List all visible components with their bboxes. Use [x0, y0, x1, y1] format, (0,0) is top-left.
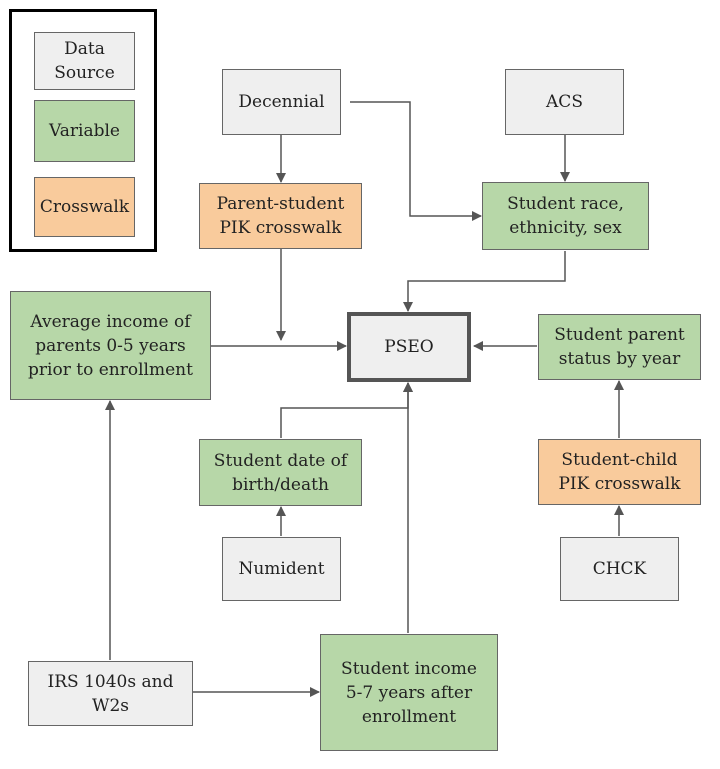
node-student-child-pik-label: Student-child PIK crosswalk	[558, 450, 681, 494]
node-chck-label: CHCK	[592, 559, 647, 579]
legend-data-source-label: Data Source	[54, 39, 115, 83]
node-acs-label: ACS	[546, 92, 583, 112]
legend-data-source: Data Source	[34, 32, 135, 90]
edge-student-dob-to-pseo	[280, 382, 413, 438]
node-student-child-pik-crosswalk: Student-child PIK crosswalk	[538, 439, 701, 505]
node-parent-student-pik-crosswalk: Parent-student PIK crosswalk	[199, 183, 362, 249]
node-acs: ACS	[505, 69, 624, 135]
node-student-parent-status: Student parent status by year	[538, 314, 701, 380]
node-student-income: Student income 5-7 years after enrollmen…	[320, 634, 498, 751]
node-decennial-label: Decennial	[238, 92, 325, 112]
legend-variable: Variable	[34, 100, 135, 162]
node-student-parent-status-label: Student parent status by year	[554, 325, 685, 369]
node-chck: CHCK	[560, 537, 679, 601]
node-numident-label: Numident	[238, 559, 325, 579]
node-student-date-of-birth-death: Student date of birth/death	[199, 439, 362, 506]
node-student-dob-label: Student date of birth/death	[213, 450, 348, 495]
edge-student-race-to-pseo	[403, 251, 566, 312]
node-pseo-label: PSEO	[384, 337, 434, 357]
node-student-race-label: Student race, ethnicity, sex	[507, 194, 624, 238]
legend: Data Source Variable Crosswalk	[9, 9, 157, 252]
node-student-income-label: Student income 5-7 years after enrollmen…	[341, 658, 477, 727]
node-irs-label: IRS 1040s and W2s	[47, 671, 174, 716]
node-parent-student-pik-label: Parent-student PIK crosswalk	[216, 194, 345, 238]
legend-crosswalk: Crosswalk	[34, 177, 135, 237]
node-numident: Numident	[222, 537, 341, 601]
node-average-income-of-parents: Average income of parents 0-5 years prio…	[10, 291, 211, 400]
node-average-income-label: Average income of parents 0-5 years prio…	[28, 311, 193, 380]
node-student-race-ethnicity-sex: Student race, ethnicity, sex	[482, 182, 649, 250]
node-irs-1040s-and-w2s: IRS 1040s and W2s	[28, 661, 193, 726]
edge-decennial-to-student-race	[350, 101, 482, 221]
legend-crosswalk-label: Crosswalk	[39, 197, 130, 217]
legend-variable-label: Variable	[49, 121, 120, 141]
node-pseo: PSEO	[347, 312, 471, 382]
node-decennial: Decennial	[222, 69, 341, 135]
